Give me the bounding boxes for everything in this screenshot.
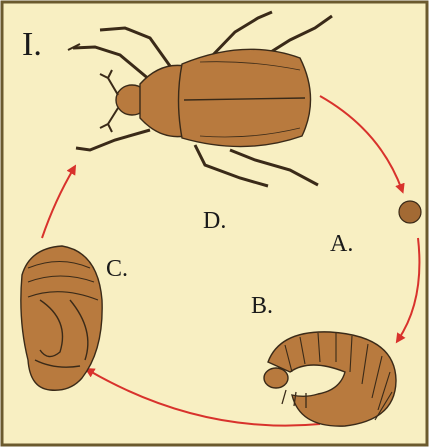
panel-label: I.: [22, 26, 42, 63]
stage-label-b: B.: [251, 293, 273, 319]
egg-illustration: [399, 201, 421, 223]
stage-label-c: C.: [106, 256, 128, 282]
stage-label-a: A.: [330, 231, 353, 257]
stage-label-d: D.: [203, 208, 226, 234]
